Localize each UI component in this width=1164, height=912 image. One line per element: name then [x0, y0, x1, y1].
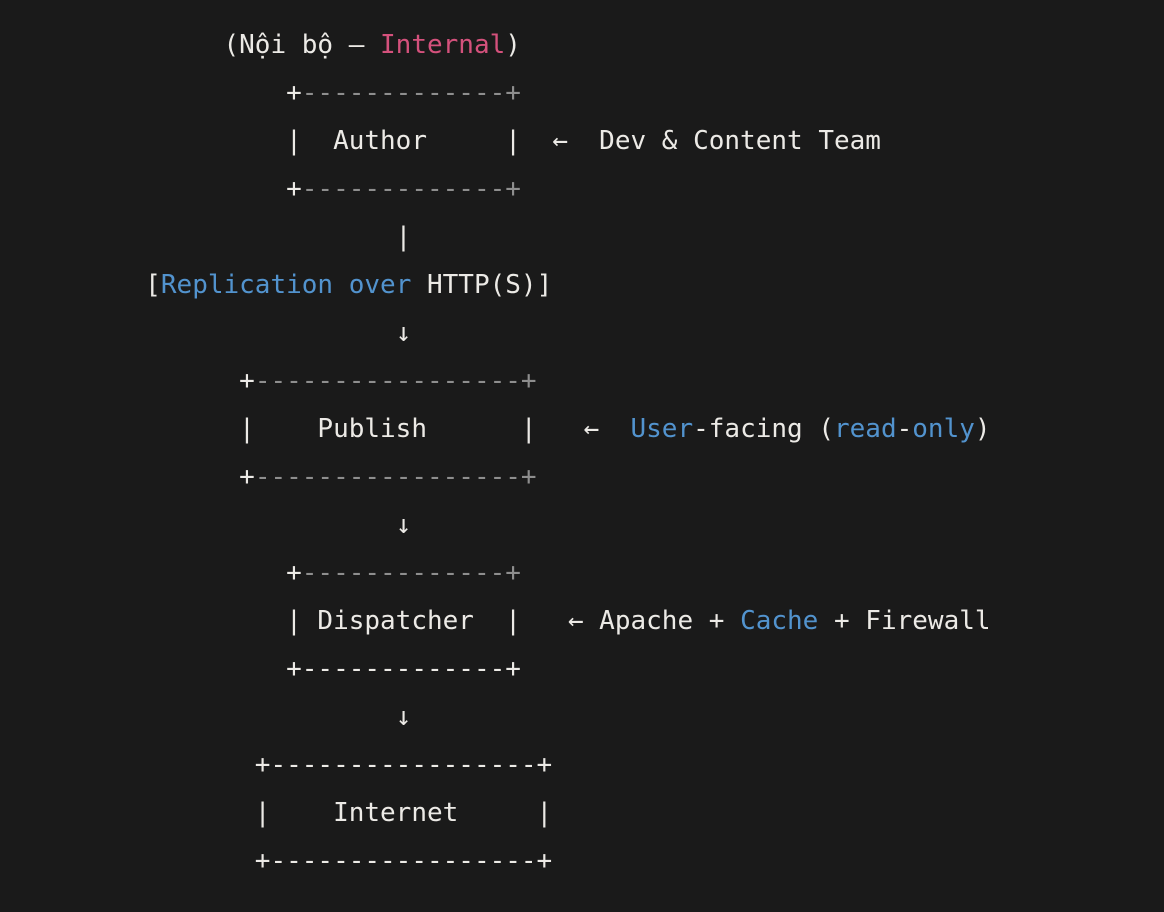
dispatcher-box-row-text: + Firewall — [818, 606, 991, 636]
arrow-down-3: ↓ — [20, 693, 1164, 741]
dispatcher-box-top: +-------------+ — [20, 549, 1164, 597]
replication-connector: | — [20, 213, 1164, 261]
publish-box-bottom-text: -----------------+ — [254, 462, 537, 492]
author-box-bottom-text: + — [20, 174, 302, 204]
publish-box-bottom-text: + — [20, 462, 255, 492]
title-line-text: ) — [505, 30, 521, 60]
publish-box-row-text: only — [912, 414, 975, 444]
publish-box-row-text: | Publish | ← — [20, 414, 631, 444]
publish-box-top-text: -----------------+ — [254, 366, 537, 396]
ascii-architecture-diagram: (Nội bộ – Internal) +-------------+ | Au… — [20, 21, 1164, 885]
dispatcher-box-top-text: + — [20, 558, 302, 588]
author-box-top: +-------------+ — [20, 69, 1164, 117]
internet-box-row-text: | Internet | — [20, 798, 553, 828]
replication-label: [Replication over HTTP(S)] — [20, 261, 1164, 309]
arrow-down-2: ↓ — [20, 501, 1164, 549]
dispatcher-box-row: | Dispatcher | ← Apache + Cache + Firewa… — [20, 597, 1164, 645]
arrow-down-2-text: ↓ — [20, 510, 412, 540]
internet-box-top: +-----------------+ — [20, 741, 1164, 789]
arrow-down-1: ↓ — [20, 309, 1164, 357]
author-box-row-text: | Author | ← Dev & Content Team — [20, 126, 881, 156]
arrow-down-1-text: ↓ — [20, 318, 412, 348]
internet-box-row: | Internet | — [20, 789, 1164, 837]
dispatcher-box-top-text: -------------+ — [301, 558, 521, 588]
dispatcher-box-bottom: +-------------+ — [20, 645, 1164, 693]
title-line-text: Internal — [380, 30, 506, 60]
author-box-bottom: +-------------+ — [20, 165, 1164, 213]
replication-label-text: [ — [20, 270, 161, 300]
publish-box-top: +-----------------+ — [20, 357, 1164, 405]
dispatcher-box-row-text: | Dispatcher | ← Apache + — [20, 606, 741, 636]
publish-box-row-text: read — [834, 414, 897, 444]
author-box-top-text: + — [20, 78, 302, 108]
publish-box-row-text: -facing ( — [693, 414, 834, 444]
replication-label-text: Replication over — [160, 270, 412, 300]
dispatcher-box-row-text: Cache — [740, 606, 819, 636]
publish-box-row-text: ) — [974, 414, 991, 444]
arrow-down-3-text: ↓ — [20, 702, 412, 732]
replication-label-text: HTTP(S)] — [411, 270, 553, 300]
internet-box-bottom: +-----------------+ — [20, 837, 1164, 885]
publish-box-bottom: +-----------------+ — [20, 453, 1164, 501]
publish-box-row-text: User — [630, 414, 694, 444]
author-box-row: | Author | ← Dev & Content Team — [20, 117, 1164, 165]
publish-box-row-text: - — [896, 414, 913, 444]
internet-box-bottom-text: +-----------------+ — [20, 846, 553, 876]
author-box-top-text: -------------+ — [301, 78, 521, 108]
internet-box-top-text: +-----------------+ — [20, 750, 553, 780]
publish-box-top-text: + — [20, 366, 255, 396]
publish-box-row: | Publish | ← User-facing (read-only) — [20, 405, 1164, 453]
title-line-text: (Nội bộ – — [20, 30, 381, 60]
dispatcher-box-bottom-text: +-------------+ — [20, 654, 521, 684]
title-line: (Nội bộ – Internal) — [20, 21, 1164, 69]
author-box-bottom-text: -------------+ — [301, 174, 521, 204]
replication-connector-text: | — [20, 222, 412, 252]
